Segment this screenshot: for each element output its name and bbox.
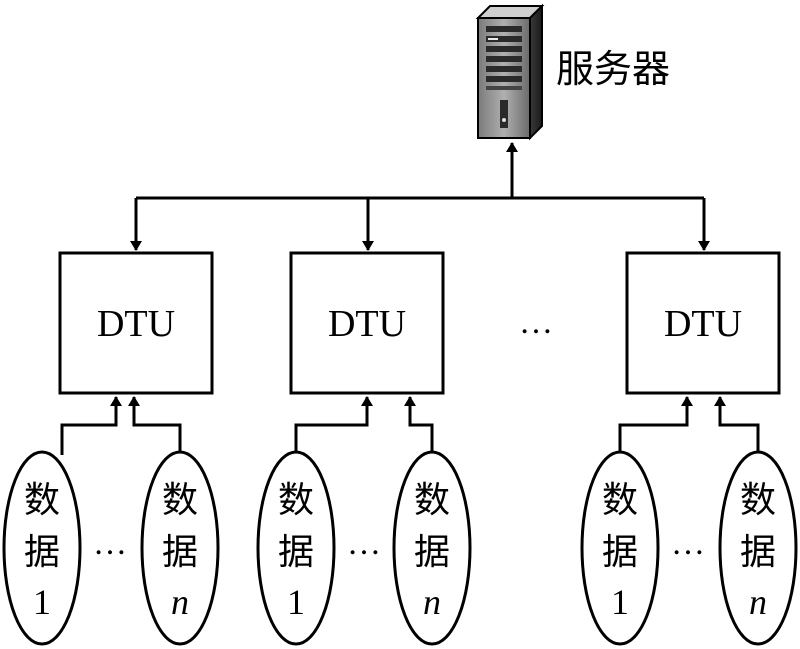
data-group-1: 数 据 1 … 数 据 n — [2, 396, 220, 646]
dtu-label: DTU — [97, 303, 175, 345]
svg-text:据: 据 — [740, 532, 776, 573]
data-ellipsis: … — [93, 525, 127, 562]
svg-text:数: 数 — [24, 480, 60, 521]
svg-text:据: 据 — [278, 532, 314, 573]
svg-text:数: 数 — [278, 480, 314, 521]
data-ellipsis: … — [671, 525, 705, 562]
svg-text:据: 据 — [602, 532, 638, 573]
dtu-label: DTU — [664, 303, 742, 345]
data-source-1: 数 据 1 — [580, 450, 660, 646]
svg-text:n: n — [749, 582, 767, 622]
svg-text:1: 1 — [611, 582, 629, 622]
svg-text:n: n — [423, 582, 441, 622]
svg-text:1: 1 — [33, 582, 51, 622]
dtu-label: DTU — [328, 303, 406, 345]
svg-text:据: 据 — [162, 532, 198, 573]
data-ellipsis: … — [347, 525, 381, 562]
dtu-box-2: DTU — [289, 251, 445, 395]
data-group-2: 数 据 1 … 数 据 n — [256, 396, 472, 646]
server-bus — [130, 142, 710, 251]
data-source-1: 数 据 1 — [256, 450, 336, 646]
svg-text:数: 数 — [162, 480, 198, 521]
data-source-n: 数 据 n — [392, 450, 472, 646]
dtu-ellipsis: … — [519, 304, 553, 341]
svg-text:n: n — [171, 582, 189, 622]
dtu-box-1: DTU — [58, 251, 214, 395]
data-source-n: 数 据 n — [718, 450, 798, 646]
svg-text:据: 据 — [414, 532, 450, 573]
data-source-1: 数 据 1 — [2, 450, 82, 646]
data-group-3: 数 据 1 … 数 据 n — [580, 396, 798, 646]
svg-text:数: 数 — [414, 480, 450, 521]
server-tower-icon — [475, 3, 545, 141]
dtu-box-3: DTU — [625, 251, 781, 395]
server-label: 服务器 — [556, 47, 670, 91]
svg-text:数: 数 — [740, 480, 776, 521]
svg-text:据: 据 — [24, 532, 60, 573]
svg-text:1: 1 — [287, 582, 305, 622]
svg-text:数: 数 — [602, 480, 638, 521]
data-source-n: 数 据 n — [140, 450, 220, 646]
